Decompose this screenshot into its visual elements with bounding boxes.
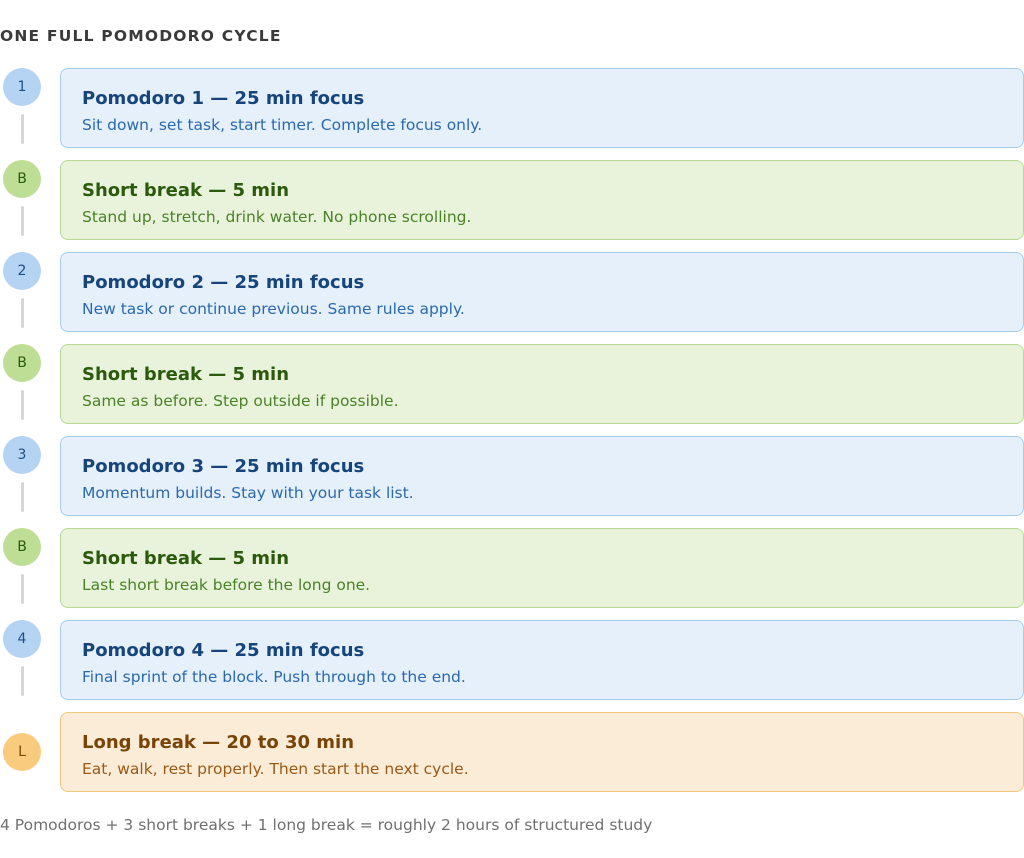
- step-badge: 1: [3, 68, 41, 106]
- step-description: Eat, walk, rest properly. Then start the…: [82, 760, 469, 778]
- step-card: Pomodoro 4 — 25 min focus Final sprint o…: [60, 620, 1024, 700]
- connector-line: [21, 574, 24, 604]
- step-card: Pomodoro 2 — 25 min focus New task or co…: [60, 252, 1024, 332]
- step-description: Last short break before the long one.: [82, 576, 371, 594]
- step-short-break-3: B Short break — 5 min Last short break b…: [0, 528, 1024, 608]
- step-card: Short break — 5 min Stand up, stretch, d…: [60, 160, 1024, 240]
- step-pomodoro-2: 2 Pomodoro 2 — 25 min focus New task or …: [0, 252, 1024, 332]
- step-badge: L: [3, 733, 41, 771]
- connector-line: [21, 390, 24, 420]
- summary-footer: 4 Pomodoros + 3 short breaks + 1 long br…: [0, 816, 653, 834]
- step-card: Long break — 20 to 30 min Eat, walk, res…: [60, 712, 1024, 792]
- step-heading: Short break — 5 min: [82, 364, 290, 385]
- cycle-steps: 1 Pomodoro 1 — 25 min focus Sit down, se…: [0, 68, 1024, 804]
- step-pomodoro-4: 4 Pomodoro 4 — 25 min focus Final sprint…: [0, 620, 1024, 700]
- page-title: ONE FULL POMODORO CYCLE: [0, 27, 282, 45]
- connector-line: [21, 114, 24, 144]
- step-heading: Pomodoro 3 — 25 min focus: [82, 456, 365, 477]
- step-long-break: L Long break — 20 to 30 min Eat, walk, r…: [0, 712, 1024, 792]
- step-badge: 2: [3, 252, 41, 290]
- step-card: Short break — 5 min Same as before. Step…: [60, 344, 1024, 424]
- step-badge: 4: [3, 620, 41, 658]
- step-badge: B: [3, 528, 41, 566]
- step-description: Stand up, stretch, drink water. No phone…: [82, 208, 472, 226]
- step-description: Same as before. Step outside if possible…: [82, 392, 399, 410]
- step-badge: B: [3, 160, 41, 198]
- step-short-break-2: B Short break — 5 min Same as before. St…: [0, 344, 1024, 424]
- step-badge: 3: [3, 436, 41, 474]
- connector-line: [21, 482, 24, 512]
- step-description: New task or continue previous. Same rule…: [82, 300, 465, 318]
- step-heading: Pomodoro 2 — 25 min focus: [82, 272, 365, 293]
- step-description: Final sprint of the block. Push through …: [82, 668, 466, 686]
- step-heading: Pomodoro 4 — 25 min focus: [82, 640, 365, 661]
- connector-line: [21, 298, 24, 328]
- step-card: Pomodoro 3 — 25 min focus Momentum build…: [60, 436, 1024, 516]
- connector-line: [21, 206, 24, 236]
- step-card: Pomodoro 1 — 25 min focus Sit down, set …: [60, 68, 1024, 148]
- step-short-break-1: B Short break — 5 min Stand up, stretch,…: [0, 160, 1024, 240]
- step-pomodoro-3: 3 Pomodoro 3 — 25 min focus Momentum bui…: [0, 436, 1024, 516]
- step-description: Momentum builds. Stay with your task lis…: [82, 484, 414, 502]
- step-pomodoro-1: 1 Pomodoro 1 — 25 min focus Sit down, se…: [0, 68, 1024, 148]
- step-heading: Short break — 5 min: [82, 548, 290, 569]
- step-heading: Short break — 5 min: [82, 180, 290, 201]
- step-heading: Long break — 20 to 30 min: [82, 732, 355, 753]
- connector-line: [21, 666, 24, 696]
- step-heading: Pomodoro 1 — 25 min focus: [82, 88, 365, 109]
- step-badge: B: [3, 344, 41, 382]
- step-description: Sit down, set task, start timer. Complet…: [82, 116, 483, 134]
- step-card: Short break — 5 min Last short break bef…: [60, 528, 1024, 608]
